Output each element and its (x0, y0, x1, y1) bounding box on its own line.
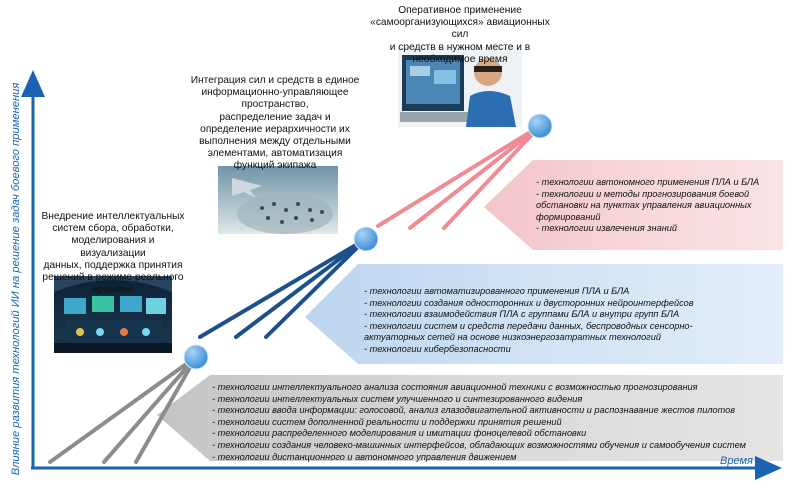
list-item: - технологии извлечения знаний (536, 223, 677, 234)
list-item: - технологии создания человеко-машинных … (212, 439, 746, 450)
stage1-technologies: - технологии интеллектуального анализа с… (212, 382, 746, 463)
list-item: - технологии интеллектуальных систем улу… (212, 393, 583, 404)
stage3-lines (376, 124, 542, 230)
list-item: - технологии кибербезопасности (364, 343, 511, 354)
list-item: актуаторных сетей на основе низкоэнергоз… (364, 332, 661, 343)
cockpit-image (54, 276, 172, 353)
list-item: - технологии дистанционного и автономног… (212, 451, 517, 462)
list-item: - технологии интеллектуального анализа с… (212, 382, 698, 392)
stage3-caption: Оперативное применение «самоорганизующих… (370, 5, 550, 65)
stage1-lines (48, 355, 198, 464)
list-item: - технологии автономного применения ПЛА … (536, 177, 760, 187)
operator-image (398, 47, 522, 127)
banner-pink (484, 160, 783, 250)
stage1-caption: Внедрение интеллектуальных систем сбора,… (41, 211, 185, 296)
list-item: - технологии распределенного моделирован… (212, 428, 587, 439)
banner-gray (157, 375, 783, 461)
y-axis-label: Влияние развития технологий ИИ на решени… (10, 82, 22, 476)
swarm-image (218, 166, 338, 234)
list-item: обстановки на пунктах управления авиацио… (536, 200, 752, 211)
stage3-technologies: - технологии автономного применения ПЛА … (536, 177, 759, 235)
list-item: формирований (536, 211, 601, 222)
list-item: - технологии взаимодействия ПЛА с группа… (364, 309, 680, 320)
stage2-node (353, 226, 379, 252)
list-item: - технологии и методы прогнозирования бо… (536, 188, 750, 199)
list-item: - технологии систем и средств передачи д… (364, 320, 693, 331)
banner-blue (305, 264, 783, 364)
stage2-lines (198, 237, 368, 339)
stage3-node (527, 113, 553, 139)
list-item: - технологии создания односторонних и дв… (364, 297, 694, 308)
list-item: - технологии автоматизированного примене… (364, 286, 630, 296)
stage2-caption: Интеграция сил и средств в единое информ… (190, 75, 360, 172)
list-item: - технологии ввода информации: голосовой… (212, 405, 736, 416)
x-axis-label: Время (720, 455, 753, 467)
list-item: - технологии систем дополненной реальнос… (212, 416, 562, 427)
stage1-node (183, 344, 209, 370)
stage2-technologies: - технологии автоматизированного примене… (364, 286, 694, 356)
